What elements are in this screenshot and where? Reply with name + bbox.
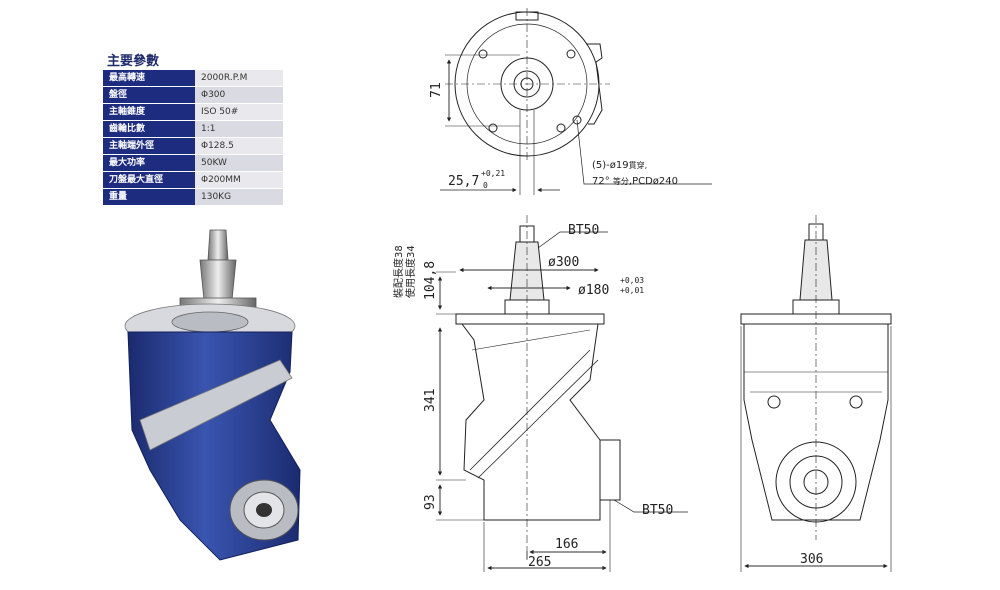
spec-label: 主軸端外徑 (103, 137, 195, 155)
front-dim-104-8: 104,8 (423, 261, 438, 300)
front-label-bt50-top: BT50 (568, 223, 599, 238)
top-hole-note-2: 72° 等分,PCDø240 (592, 176, 678, 187)
top-dim-25-7-upper: +0,21 (481, 169, 505, 178)
top-dim-25-7: 25,7 (448, 174, 479, 189)
front-tol-upper: +0,03 (620, 276, 644, 285)
spec-value: ISO 50# (195, 103, 283, 121)
spec-value: Φ128.5 (195, 137, 283, 155)
spec-label: 齒輪比數 (103, 120, 195, 138)
product-photo (124, 229, 301, 561)
spec-label: 主軸錐度 (103, 103, 195, 121)
front-dim-dia-300: ø300 (548, 255, 579, 270)
front-view (436, 215, 688, 572)
spec-label: 盤徑 (103, 86, 195, 104)
top-hole-note-1: (5)-ø19貫穿, (592, 160, 647, 171)
front-dim-341: 341 (423, 389, 438, 412)
side-dim-306: 306 (800, 552, 823, 567)
spec-label: 刀盤最大直徑 (103, 171, 195, 189)
spec-value: Φ300 (195, 86, 283, 104)
spec-title: 主要參數 (107, 54, 160, 69)
front-tol-lower: +0,01 (620, 286, 644, 295)
front-dim-dia-180: ø180 (578, 283, 609, 298)
spec-label: 重量 (103, 188, 195, 206)
top-dim-25-7-lower: 0 (483, 181, 488, 190)
spec-value: 130KG (195, 188, 283, 206)
front-assembly-length: 裝配長度38 (392, 245, 405, 298)
front-use-length: 使用長度34 (404, 245, 417, 298)
spec-value: 50KW (195, 154, 283, 172)
front-dim-93: 93 (423, 494, 438, 510)
front-label-bt50-side: BT50 (642, 503, 673, 518)
side-view (740, 215, 892, 572)
front-dim-166: 166 (555, 537, 578, 552)
front-dim-265: 265 (528, 555, 551, 570)
spec-label: 最大功率 (103, 154, 195, 172)
spec-value: 2000R.P.M (195, 70, 283, 87)
top-dim-71: 71 (429, 82, 444, 98)
spec-value: Φ200MM (195, 171, 283, 189)
top-view (440, 8, 712, 195)
spec-label: 最高轉速 (103, 70, 195, 87)
spec-value: 1:1 (195, 120, 283, 138)
